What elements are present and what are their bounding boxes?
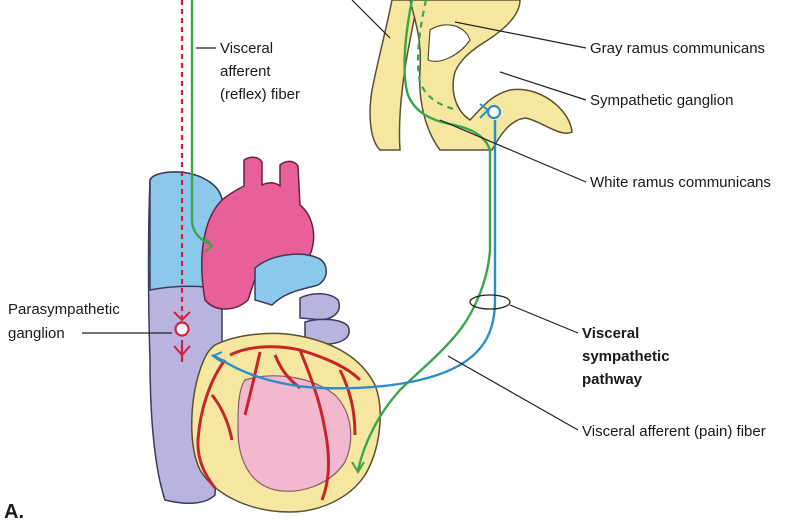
pulmonary-veins xyxy=(300,294,339,320)
label-gray-ramus: Gray ramus communicans xyxy=(590,40,765,57)
label-sympathetic-ganglion: Sympathetic ganglion xyxy=(590,92,733,109)
label-white-ramus: White ramus communicans xyxy=(590,174,771,191)
label-visceral-afferent-pain: Visceral afferent (pain) fiber xyxy=(582,423,766,440)
label-parasympathetic-ganglion: Parasympathetic ganglion xyxy=(8,301,120,342)
panel-label: A. xyxy=(4,501,24,523)
svg-text:Parasympathetic: Parasympathetic xyxy=(8,301,120,318)
svg-text:sympathetic: sympathetic xyxy=(582,348,670,365)
svg-text:Visceral: Visceral xyxy=(220,40,273,57)
svg-text:pathway: pathway xyxy=(582,371,643,388)
gray-ramus-shape xyxy=(410,0,572,150)
label-visceral-sympathetic-pathway: Visceral sympathetic pathway xyxy=(582,325,670,388)
svg-text:Visceral: Visceral xyxy=(582,325,639,342)
label-visceral-afferent-reflex: Visceral afferent (reflex) fiber xyxy=(220,40,300,103)
svg-text:(reflex) fiber: (reflex) fiber xyxy=(220,86,300,103)
spinal-nerve-trunk xyxy=(370,0,418,150)
svg-text:afferent: afferent xyxy=(220,63,271,80)
svg-text:ganglion: ganglion xyxy=(8,325,65,342)
